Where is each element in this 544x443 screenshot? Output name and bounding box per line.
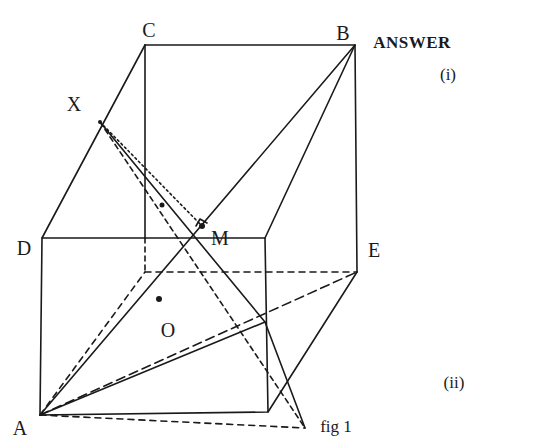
plane-line [100, 122, 265, 322]
point-dot [160, 203, 165, 208]
vertex-label: C [142, 20, 155, 40]
cube-edge [144, 45, 146, 238]
point-dot [199, 223, 205, 229]
point-label: O [161, 320, 175, 340]
vertex-label: E [368, 240, 380, 260]
vertex-label: A [13, 418, 27, 438]
point-label: X [67, 94, 81, 114]
part-number: (ii) [444, 374, 465, 391]
point-label: M [211, 228, 229, 248]
figure-label: fig 1 [320, 418, 352, 435]
plane-line [265, 322, 305, 428]
space-diagonal [40, 45, 355, 415]
hidden-edge [145, 271, 357, 273]
cube-edge [42, 45, 145, 238]
plane-line [40, 415, 305, 428]
hidden-edge [144, 238, 146, 272]
face-diagonal [40, 272, 357, 415]
vertex-label: B [336, 23, 349, 43]
vertex-label: D [17, 238, 31, 258]
cube-edge [268, 272, 357, 412]
perpendicular [100, 122, 202, 226]
heading: ANSWER [373, 34, 451, 51]
point-dot [98, 120, 102, 124]
part-number: (i) [440, 66, 456, 83]
cube-edge [40, 238, 268, 415]
plane-line [100, 122, 305, 428]
point-dot [156, 296, 162, 302]
cube-edge [265, 45, 355, 238]
plane-line [40, 322, 265, 415]
